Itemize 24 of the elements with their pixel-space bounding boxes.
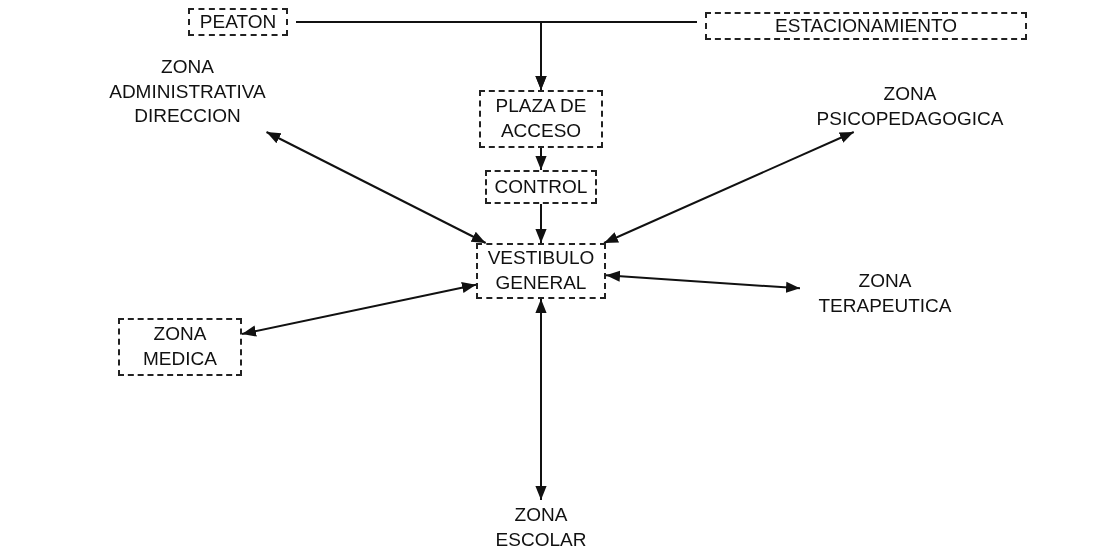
dashed-box <box>479 90 603 148</box>
arrow <box>605 270 801 293</box>
zone-label: ZONA PSICOPEDAGOGICA <box>815 82 1005 131</box>
arrow <box>535 21 698 91</box>
box-label: ESTACIONAMIENTO <box>775 13 957 38</box>
arrow <box>265 131 487 244</box>
dashed-box <box>188 8 288 36</box>
arrow <box>535 203 547 244</box>
box-label: ZONA MEDICA <box>142 322 218 371</box>
zone-label: ZONA ESCOLAR <box>494 503 588 552</box>
arrow <box>603 131 855 244</box>
dashed-box <box>705 12 1027 40</box>
arrow <box>535 147 547 171</box>
dashed-box <box>485 170 597 204</box>
box-label: VESTIBULO GENERAL <box>486 246 596 295</box>
dashed-box <box>476 243 606 299</box>
box-label: CONTROL <box>494 174 588 199</box>
arrow <box>535 298 547 501</box>
arrow <box>241 282 477 337</box>
box-label: PLAZA DE ACCESO <box>494 94 588 143</box>
dashed-box <box>118 318 242 376</box>
zone-label: ZONA ADMINISTRATIVA DIRECCION <box>108 54 267 129</box>
zone-label: ZONA TERAPEUTICA <box>817 269 953 318</box>
box-label: PEATON <box>199 9 277 34</box>
